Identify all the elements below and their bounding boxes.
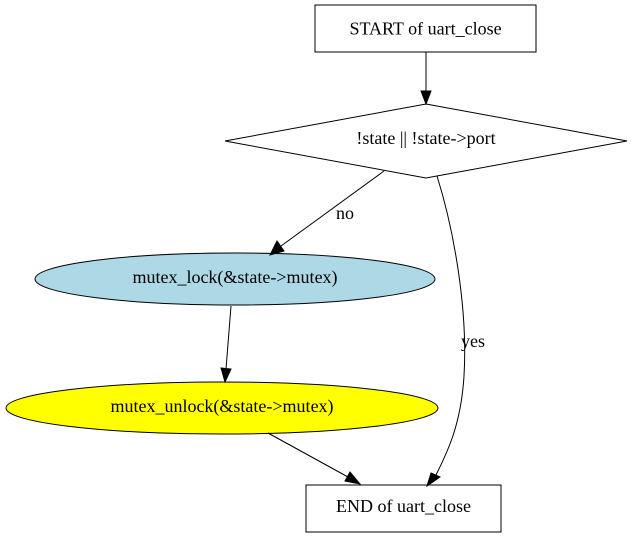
lock-node-ellipse <box>34 252 436 306</box>
edge-lock-to-unlock <box>220 305 232 384</box>
end-node: END of uart_close <box>305 484 502 533</box>
unlock-node: mutex_unlock(&state->mutex) <box>5 381 439 435</box>
edge-unlock-to-end <box>267 432 362 485</box>
edge-start-to-condition-arrowhead <box>420 90 432 106</box>
end-node-box <box>305 484 502 533</box>
start-node-label: START of uart_close <box>349 19 501 39</box>
edge-condition-to-lock-arrowhead <box>269 240 285 256</box>
condition-node: !state || !state->port <box>224 103 628 179</box>
condition-node-label: !state || !state->port <box>356 128 495 148</box>
edge-start-to-condition <box>420 52 432 106</box>
edge-condition-to-lock: no <box>269 170 385 256</box>
edge-unlock-to-end-line <box>267 432 349 478</box>
edge-condition-to-end-arrowhead <box>426 472 442 488</box>
edge-condition-to-end-line <box>435 175 466 476</box>
edge-condition-to-end: yes <box>426 175 485 488</box>
start-node: START of uart_close <box>314 4 537 53</box>
condition-node-diamond <box>224 103 628 179</box>
edge-condition-to-lock-label: no <box>336 203 354 223</box>
lock-node: mutex_lock(&state->mutex) <box>34 252 436 306</box>
unlock-node-ellipse <box>5 381 439 435</box>
edge-condition-to-end-label: yes <box>461 331 485 351</box>
start-node-box <box>314 4 537 53</box>
edge-lock-to-unlock-line <box>225 305 232 370</box>
unlock-node-label: mutex_unlock(&state->mutex) <box>110 396 333 417</box>
edge-unlock-to-end-arrowhead <box>344 471 362 485</box>
end-node-label: END of uart_close <box>336 496 471 516</box>
edge-lock-to-unlock-arrowhead <box>220 367 232 384</box>
lock-node-label: mutex_lock(&state->mutex) <box>132 267 337 288</box>
edge-condition-to-lock-line <box>280 170 385 247</box>
